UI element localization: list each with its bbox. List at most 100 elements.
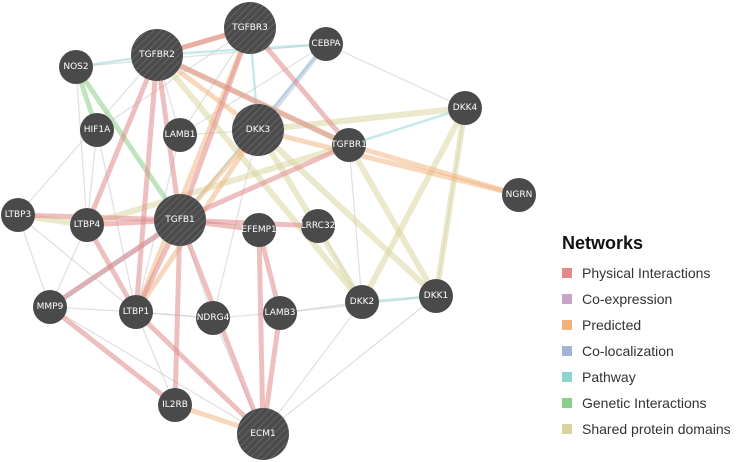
edge-tgfbr2-dkk2-shared [154,52,365,305]
edge-dkk3-dkk1-shared [255,127,439,299]
node-circle-dkk2[interactable] [345,285,379,319]
node-circle-lamb1[interactable] [163,118,197,152]
node-circle-dkk3[interactable] [232,104,284,156]
node-ltbp4[interactable]: LTBP4 [70,208,104,242]
edge-tgfb1-il2rb-physical [172,217,183,408]
node-circle-tgfbr3[interactable] [224,2,276,54]
edge-tgfbr1-dkk1-shared [346,142,439,299]
legend-item-genetic: Genetic Interactions [562,390,754,416]
node-label-ltbp3: LTBP3 [5,210,32,220]
node-lamb3[interactable]: LAMB3 [263,296,297,330]
edge-ltbp4-tgfbr1-shared [84,142,352,228]
node-efemp1[interactable]: EFEMP1 [241,213,277,247]
node-circle-ngrn[interactable] [502,178,536,212]
node-hif1a[interactable]: HIF1A [80,113,114,147]
node-label-dkk4: DKK4 [453,103,478,113]
node-dkk1[interactable]: DKK1 [419,279,453,313]
legend-swatch-shared-domains [562,424,572,434]
node-ecm1[interactable]: ECM1 [237,408,289,460]
node-label-tgfbr2: TGFBR2 [138,50,175,60]
edge-dkk2-ecm1-coexp [262,301,363,435]
node-label-nos2: NOS2 [63,62,88,72]
node-circle-ecm1[interactable] [237,408,289,460]
node-circle-nos2[interactable] [59,50,93,84]
node-cebpa[interactable]: CEBPA [309,27,343,61]
node-label-tgfb1: TGFB1 [164,215,195,225]
node-label-lamb3: LAMB3 [264,308,295,318]
node-label-ngrn: NGRN [506,190,533,200]
legend-swatch-colocalization [562,346,572,356]
legend-item-coexpression: Co-expression [562,286,754,312]
node-label-dkk3: DKK3 [246,125,270,135]
edge-nos2-ltbp4-coexp [75,66,88,226]
edge-layer [15,25,522,437]
node-circle-cebpa[interactable] [309,27,343,61]
legend-item-pathway: Pathway [562,364,754,390]
node-circle-tgfbr1[interactable] [332,128,366,162]
node-label-tgfbr1: TGFBR1 [330,140,367,150]
node-circle-lamb3[interactable] [263,296,297,330]
legend-label-colocalization: Co-localization [582,343,674,359]
edge-cebpa-lamb1-coexp [179,43,327,136]
node-label-mmp9: MMP9 [37,302,64,312]
node-circle-lrrc32[interactable] [301,209,335,243]
edge-tgfbr2-tgfbr1-physical [154,52,352,148]
legend-swatch-predicted [562,320,572,330]
edge-ltbp1-tgfbr2-physical [133,52,160,315]
node-circle-dkk4[interactable] [448,91,482,125]
node-circle-ltbp3[interactable] [1,198,35,232]
node-label-lamb1: LAMB1 [164,130,195,140]
edge-cebpa-dkk4-coexp [325,43,466,109]
node-ngrn[interactable]: NGRN [502,178,536,212]
edge-ltbp3-ltbp1-coexp [17,214,137,313]
node-label-cebpa: CEBPA [311,39,341,49]
node-mmp9[interactable]: MMP9 [33,290,67,324]
legend-label-pathway: Pathway [582,369,636,385]
node-label-dkk1: DKK1 [424,291,448,301]
node-circle-ltbp4[interactable] [70,208,104,242]
node-lamb1[interactable]: LAMB1 [163,118,197,152]
node-dkk2[interactable]: DKK2 [345,285,379,319]
edge-dkk1-ecm1-coexp [262,295,437,435]
legend-label-shared-domains: Shared protein domains [582,421,731,437]
node-tgfb1[interactable]: TGFB1 [154,194,206,246]
node-label-ltbp1: LTBP1 [123,307,150,317]
node-circle-dkk1[interactable] [419,279,453,313]
node-tgfbr1[interactable]: TGFBR1 [330,128,367,162]
node-circle-tgfbr2[interactable] [131,29,183,81]
legend-label-genetic: Genetic Interactions [582,395,707,411]
node-circle-ndrg4[interactable] [196,301,230,335]
legend-label-coexpression: Co-expression [582,291,673,307]
node-ndrg4[interactable]: NDRG4 [196,301,230,335]
legend-swatch-physical [562,268,572,278]
node-label-il2rb: IL2RB [162,400,188,410]
edge-dkk4-dkk2-shared [359,105,468,305]
edge-ltbp4-tgfbr2-physical [84,52,160,228]
legend-swatch-pathway [562,372,572,382]
node-il2rb[interactable]: IL2RB [158,388,192,422]
node-tgfbr3[interactable]: TGFBR3 [224,2,276,54]
node-circle-tgfb1[interactable] [154,194,206,246]
node-ltbp1[interactable]: LTBP1 [119,295,153,329]
edge-dkk4-dkk1-shared [433,105,468,299]
node-label-ecm1: ECM1 [250,429,275,439]
node-circle-mmp9[interactable] [33,290,67,324]
node-dkk4[interactable]: DKK4 [448,91,482,125]
legend-item-shared-domains: Shared protein domains [562,416,754,442]
node-circle-efemp1[interactable] [242,213,276,247]
node-ltbp3[interactable]: LTBP3 [1,198,35,232]
edge-mmp9-ecm1-coexp [49,306,264,435]
node-dkk3[interactable]: DKK3 [232,104,284,156]
node-circle-il2rb[interactable] [158,388,192,422]
node-circle-hif1a[interactable] [80,113,114,147]
node-lrrc32[interactable]: LRRC32 [301,209,336,243]
edge-tgfb1-mmp9-physical [47,217,183,310]
edge-tgfb1-tgfbr3-physical [177,25,253,223]
node-circle-ltbp1[interactable] [119,295,153,329]
edge-tgfbr1-dkk4-pathway [347,106,467,147]
legend-item-physical: Physical Interactions [562,260,754,286]
node-nos2[interactable]: NOS2 [59,50,93,84]
node-tgfbr2[interactable]: TGFBR2 [131,29,183,81]
